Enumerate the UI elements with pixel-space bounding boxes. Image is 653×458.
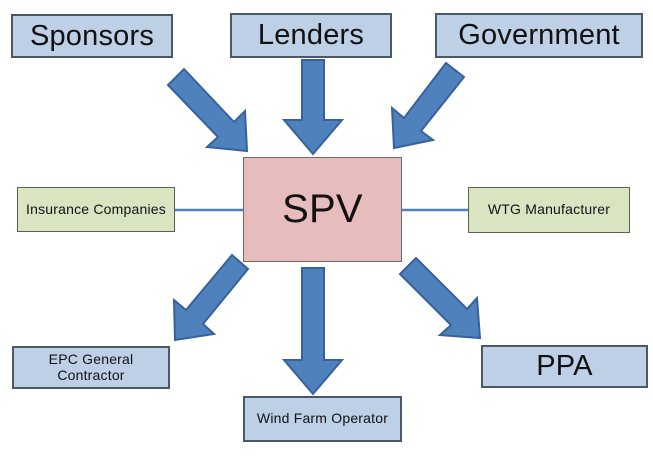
node-insurance-companies: Insurance Companies bbox=[17, 187, 175, 232]
node-epc-general-contractor: EPC General Contractor bbox=[12, 346, 170, 389]
node-government-label: Government bbox=[458, 19, 620, 52]
arrow-spv-to-epc bbox=[172, 253, 250, 342]
node-government: Government bbox=[435, 13, 643, 58]
arrow-sponsors-to-spv bbox=[166, 67, 249, 153]
node-insurance-companies-label: Insurance Companies bbox=[26, 200, 166, 217]
arrow-lenders-to-spv bbox=[281, 59, 345, 156]
node-wind-farm-operator-label: Wind Farm Operator bbox=[256, 410, 389, 427]
node-wtg-manufacturer-label: WTG Manufacturer bbox=[487, 201, 611, 218]
node-spv-label: SPV bbox=[282, 187, 363, 232]
node-wtg-manufacturer: WTG Manufacturer bbox=[468, 187, 630, 233]
arrow-government-to-spv bbox=[390, 61, 466, 150]
node-wind-farm-operator: Wind Farm Operator bbox=[243, 396, 402, 442]
arrow-spv-to-wind-farm-operator bbox=[281, 267, 345, 396]
node-spv: SPV bbox=[243, 157, 402, 262]
node-ppa: PPA bbox=[481, 345, 648, 388]
node-sponsors: Sponsors bbox=[11, 14, 173, 58]
node-ppa-label: PPA bbox=[536, 350, 593, 383]
node-lenders-label: Lenders bbox=[257, 19, 365, 52]
node-lenders: Lenders bbox=[230, 13, 392, 58]
node-sponsors-label: Sponsors bbox=[29, 19, 155, 52]
node-epc-general-contractor-label: EPC General Contractor bbox=[48, 350, 134, 383]
arrow-spv-to-ppa bbox=[398, 256, 482, 340]
